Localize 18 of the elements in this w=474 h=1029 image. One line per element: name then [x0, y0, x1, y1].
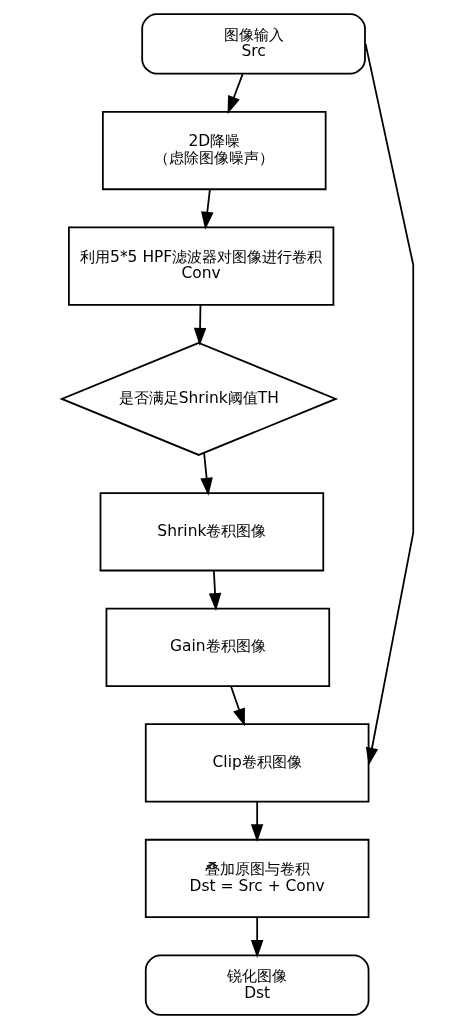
node-box: 叠加原图与卷积 Dst = Src + Conv [144, 838, 369, 919]
arrow [250, 800, 263, 843]
node-box: Clip卷积图像 [144, 723, 369, 803]
arrow [193, 304, 206, 346]
node-box: Gain卷积图像 [105, 607, 330, 687]
arrow [200, 188, 214, 230]
arrow [364, 43, 414, 766]
node-box: 锐化图像 Dst [144, 954, 369, 1016]
arrow [229, 685, 245, 727]
node-diamond: 是否满足Shrink阈值TH [58, 341, 338, 456]
node-box: Shrink卷积图像 [99, 492, 324, 572]
node-box: 利用5*5 HPF滤波器对图像进行卷积 Conv [67, 226, 334, 306]
node-box: 2D降噪 （虑除图像噪声） [101, 110, 327, 191]
arrow [250, 916, 263, 958]
arrow [199, 451, 213, 496]
arrow [208, 569, 221, 611]
arrow [227, 73, 244, 114]
node-box: 图像输入 Src [140, 13, 366, 75]
